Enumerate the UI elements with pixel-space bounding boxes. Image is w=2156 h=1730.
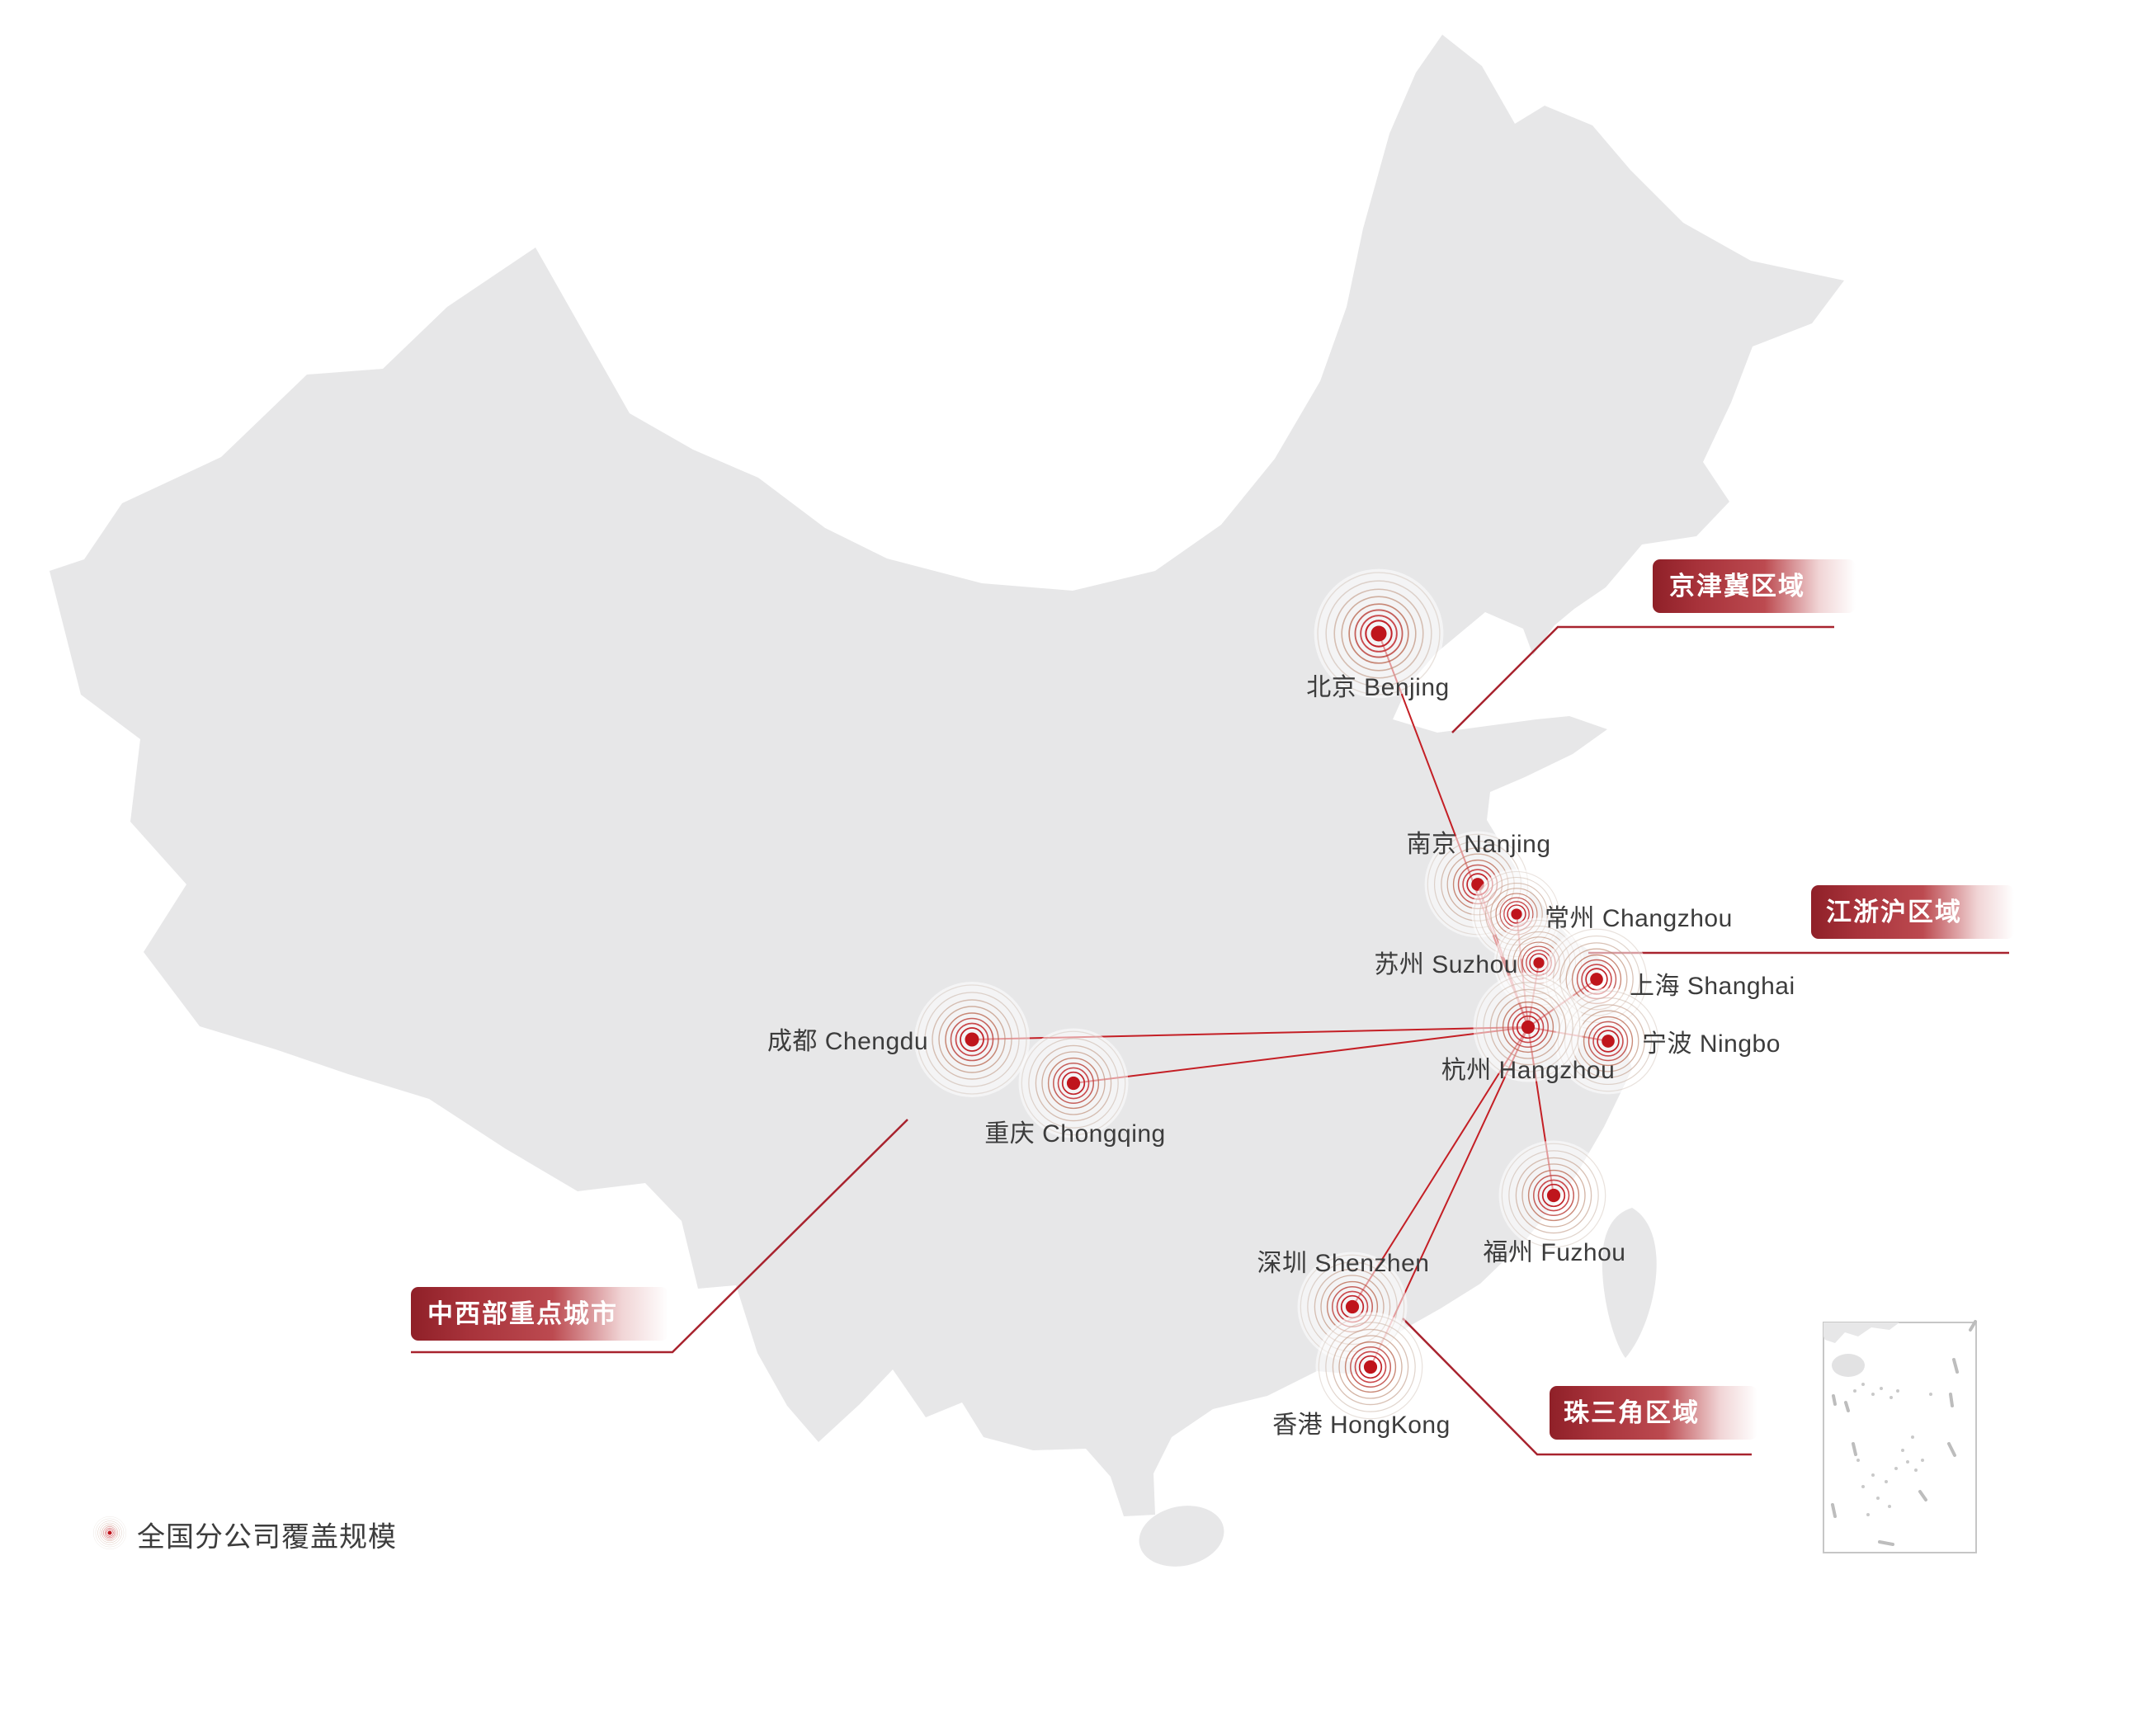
region-banner-jiangzhehu: 江浙沪区域 xyxy=(1811,885,2014,939)
city-label-nanjing: 南京 Nanjing xyxy=(1406,831,1551,858)
inset-islands xyxy=(1853,1383,1932,1516)
leader-line-jingjinji xyxy=(1451,625,1834,733)
city-label-hongkong: 香港 HongKong xyxy=(1272,1412,1451,1439)
legend-label: 全国分公司覆盖规模 xyxy=(137,1521,397,1553)
city-label-suzhou: 苏州 Suzhou xyxy=(1374,951,1518,978)
leader-line-zhongxibu xyxy=(411,1119,908,1354)
leader-line-zhusanjiao xyxy=(1402,1318,1752,1456)
city-label-changzhou: 常州 Changzhou xyxy=(1545,905,1733,932)
city-label-hangzhou: 杭州 Hangzhou xyxy=(1441,1057,1616,1084)
inset-coastline xyxy=(1823,1322,1899,1343)
inset-hainan xyxy=(1832,1354,1865,1377)
city-label-fuzhou: 福州 Fuzhou xyxy=(1483,1239,1626,1266)
city-label-chengdu: 成都 Chengdu xyxy=(767,1028,928,1055)
city-label-beijing: 北京 Benjing xyxy=(1306,674,1450,701)
region-banner-zhongxibu: 中西部重点城市 xyxy=(411,1287,668,1341)
taiwan-island-shape xyxy=(1602,1208,1657,1358)
inset-dash-line xyxy=(1831,1320,1977,1546)
connection-line-chongqing xyxy=(1073,1026,1529,1084)
city-label-chongqing: 重庆 Chongqing xyxy=(984,1120,1166,1148)
china-mainland-shape xyxy=(50,35,1844,1516)
legend-ripple-icon xyxy=(92,1515,128,1551)
city-marker-chengdu xyxy=(913,981,1031,1098)
region-banner-zhusanjiao: 珠三角区域 xyxy=(1550,1386,1757,1440)
hainan-island-shape xyxy=(1139,1506,1224,1567)
connection-line-shenzhen xyxy=(1352,1026,1529,1308)
city-label-shenzhen: 深圳 Shenzhen xyxy=(1257,1250,1430,1277)
region-banner-jingjinji: 京津冀区域 xyxy=(1653,559,1856,613)
city-label-ningbo: 宁波 Ningbo xyxy=(1642,1030,1781,1058)
city-label-shanghai: 上海 Shanghai xyxy=(1630,973,1795,1000)
south-china-sea-inset xyxy=(1823,1320,1977,1553)
